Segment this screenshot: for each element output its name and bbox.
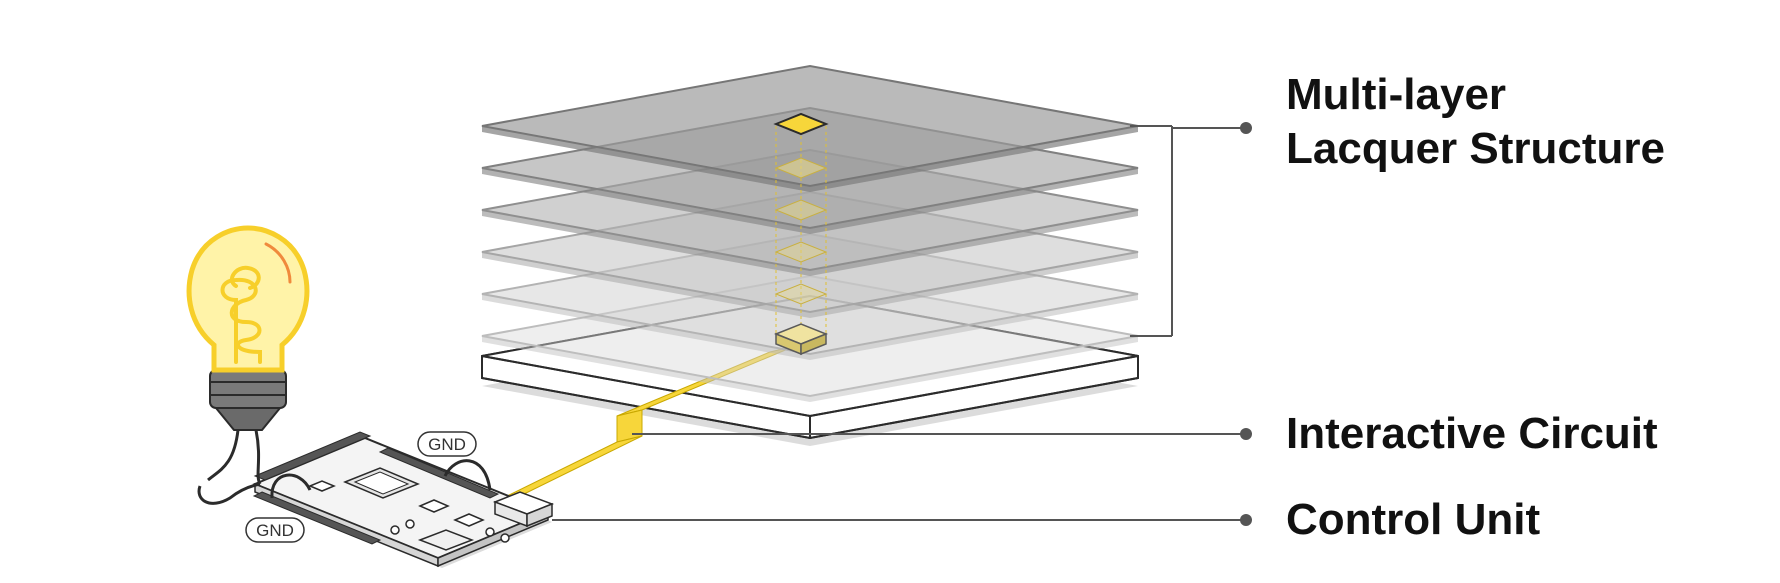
sensor-pad (773, 323, 829, 356)
callout-layers-line1: Multi-layer (1286, 70, 1507, 119)
gnd-label-bottom: GND (245, 517, 305, 543)
gnd-label-bottom-text: GND (256, 521, 294, 540)
light-bulb-icon (186, 225, 310, 505)
callout-circuit-line (632, 428, 1252, 440)
callout-layers-label: Multi-layer Lacquer Structure (1286, 68, 1665, 176)
trace-connector (492, 491, 555, 528)
sensor-column (773, 112, 829, 356)
callout-control-line (552, 514, 1252, 526)
gnd-label-top: GND (417, 431, 477, 457)
microcontroller-board (252, 431, 555, 568)
lacquer-layers (481, 64, 1139, 402)
gnd-label-top-text: GND (428, 435, 466, 454)
callout-layers-bracket (1130, 122, 1252, 337)
callout-circuit-label: Interactive Circuit (1286, 409, 1658, 458)
top-sensor-marker (773, 112, 829, 136)
callout-layers-line2: Lacquer Structure (1286, 124, 1665, 173)
callout-control-label: Control Unit (1286, 495, 1541, 544)
